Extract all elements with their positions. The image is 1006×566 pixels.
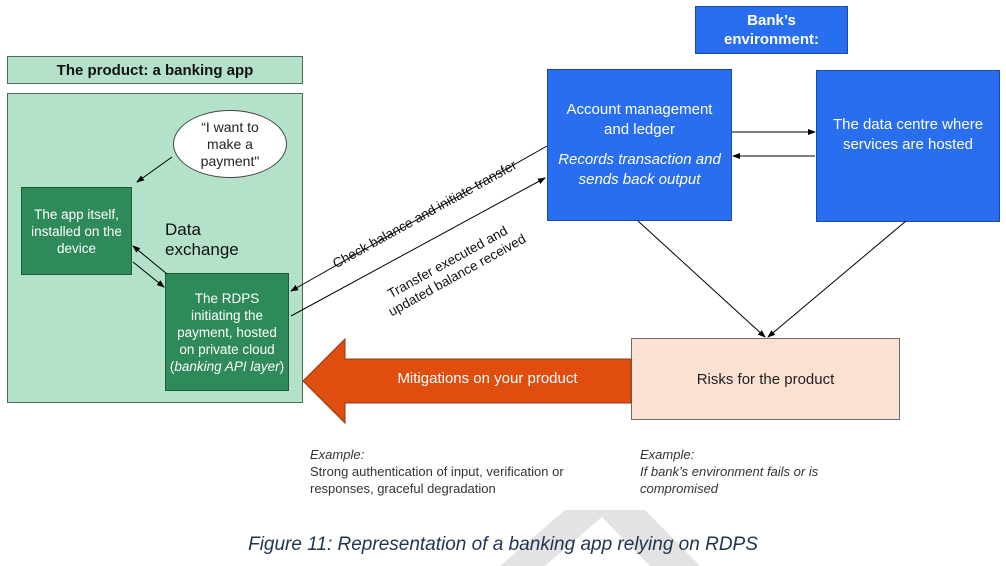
mitigation-example-label: Example: <box>310 447 365 462</box>
data-exchange-text: Data exchange <box>165 220 239 259</box>
bank-environment-title: Bank’s environment: <box>695 6 848 54</box>
mitigation-label-text: Mitigations on your product <box>397 370 578 387</box>
account-box-subtitle: Records transaction and sends back outpu… <box>558 151 721 188</box>
account-to-risks-arrow <box>637 220 766 338</box>
mitigation-example: Example: Strong authentication of input,… <box>310 446 610 497</box>
rdps-italic-text: banking API layer <box>174 358 280 374</box>
rdps-close-paren: ) <box>279 358 285 374</box>
data-exchange-label: Data exchange <box>165 220 245 260</box>
account-management-box: Account management and ledger Records tr… <box>547 69 732 221</box>
app-box: The app itself, installed on the device <box>21 187 132 275</box>
datacentre-to-risks-arrow <box>767 220 907 338</box>
account-box-title: Account management and ledger <box>566 101 713 138</box>
payment-intent-bubble: “I want to make a payment" <box>173 110 287 178</box>
figure-caption: Figure 11: Representation of a banking a… <box>0 534 1006 556</box>
rdps-box: The RDPS initiating the payment, hosted … <box>165 273 289 391</box>
app-box-text: The app itself, installed on the device <box>31 206 122 256</box>
risk-example-text: If bank’s environment fails or is compro… <box>640 464 819 496</box>
data-centre-box: The data centre where services are hoste… <box>816 70 1000 222</box>
risk-example: Example: If bank’s environment fails or … <box>640 446 870 497</box>
rdps-main-text: The RDPS initiating the payment, hosted … <box>177 290 277 357</box>
rdps-box-text: The RDPS initiating the payment, hosted … <box>169 290 285 375</box>
caption-text: Figure 11: Representation of a banking a… <box>248 534 758 555</box>
rdps-open-paren: ( <box>169 358 175 374</box>
risks-box-text: Risks for the product <box>696 370 835 388</box>
mitigation-label: Mitigations on your product <box>345 370 630 387</box>
risks-box: Risks for the product <box>631 338 900 420</box>
product-title-text: The product: a banking app <box>56 61 254 79</box>
mitigation-example-text: Strong authentication of input, verifica… <box>310 464 564 496</box>
bank-title-text: Bank’s environment: <box>723 12 819 48</box>
bubble-text: “I want to make a payment" <box>200 118 260 169</box>
risk-example-label: Example: <box>640 447 695 462</box>
data-centre-text: The data centre where services are hoste… <box>832 116 984 153</box>
product-title: The product: a banking app <box>7 56 303 84</box>
